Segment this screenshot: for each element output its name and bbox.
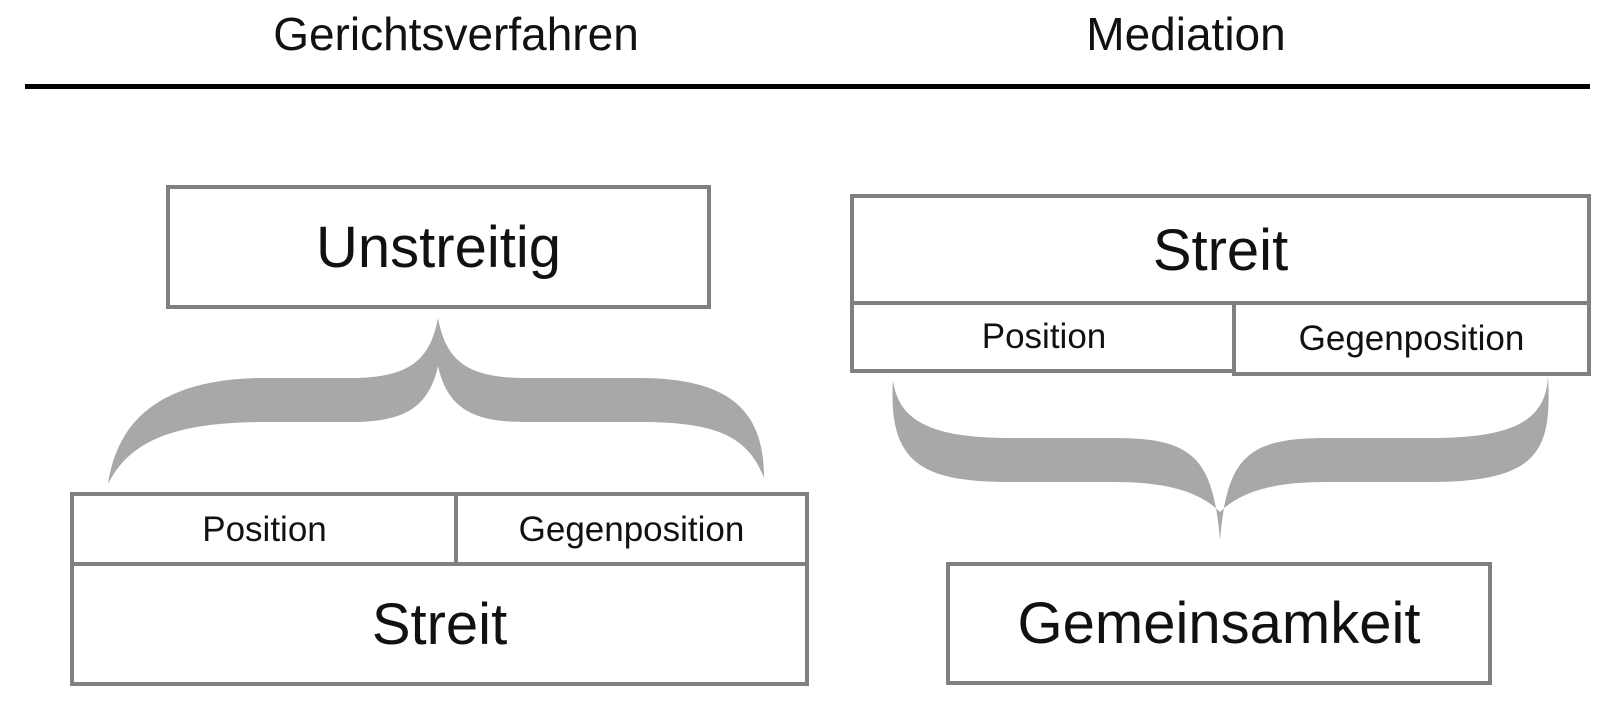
undisputed-box: Unstreitig [166, 185, 711, 309]
mediation-dispute-box: Streit [850, 194, 1591, 306]
mediation-curly-brace [892, 376, 1549, 540]
header-divider [25, 84, 1590, 89]
heading-mediation: Mediation [1086, 8, 1286, 60]
mediation-counter-position-box: Gegenposition [1232, 301, 1591, 376]
court-dispute-box: Streit [70, 562, 809, 686]
court-position-box: Position [70, 492, 459, 567]
court-counter-position-box: Gegenposition [454, 492, 809, 567]
mediation-position-box: Position [850, 301, 1238, 373]
common-ground-box: Gemeinsamkeit [946, 562, 1492, 685]
court-curly-brace [108, 318, 764, 484]
heading-court-proceedings: Gerichtsverfahren [273, 8, 639, 60]
